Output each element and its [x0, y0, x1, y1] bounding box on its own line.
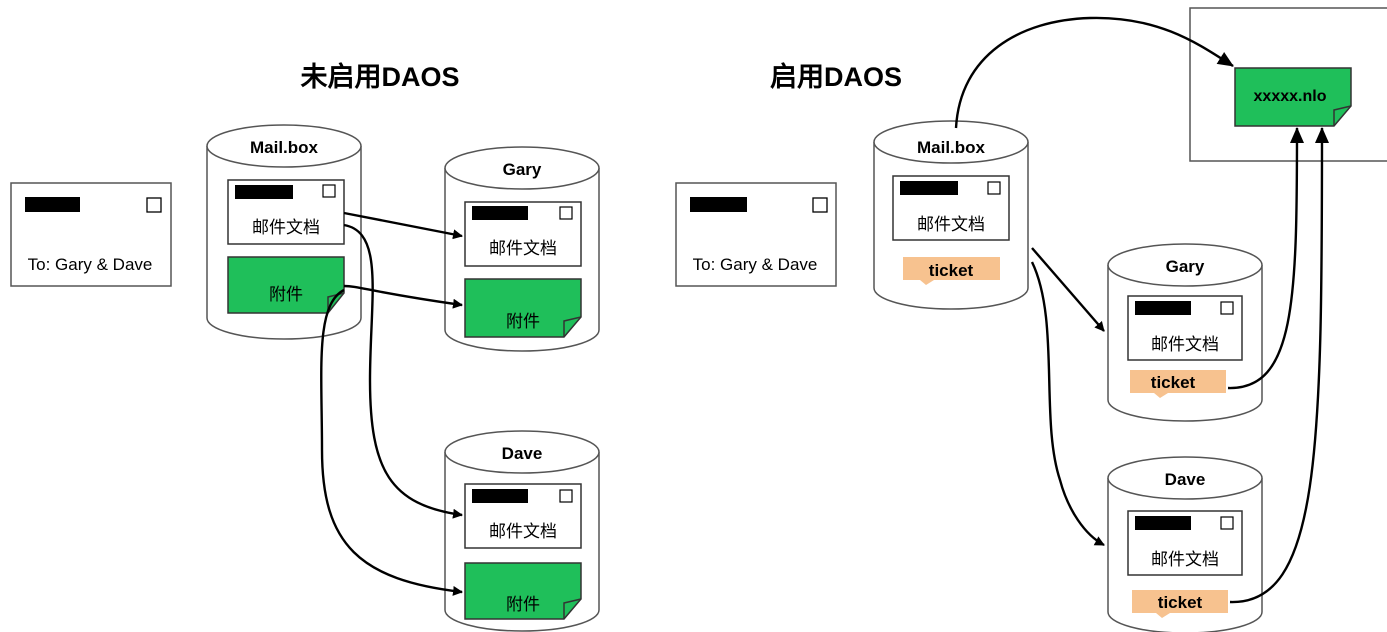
checkbox-icon	[559, 206, 573, 220]
dave-database-left: Dave 邮件文档 附件	[444, 430, 600, 632]
ticket-label: ticket	[1158, 593, 1203, 612]
arrow-attachment-to-gary	[343, 284, 463, 309]
mailbox-label: Mail.box	[917, 138, 986, 157]
envelope-icon: To: Gary & Dave	[675, 182, 837, 287]
mail-document: 邮件文档	[1127, 510, 1243, 576]
document-label: 邮件文档	[1151, 550, 1219, 569]
title-left: 未启用DAOS	[300, 62, 459, 92]
envelope-to-text: To: Gary & Dave	[693, 255, 818, 274]
gary-label: Gary	[503, 160, 542, 179]
title-right: 启用DAOS	[770, 62, 902, 92]
arrow-doc-to-gary	[343, 211, 463, 240]
redacted-block	[690, 197, 747, 212]
mailbox-database-daos: Mail.box 邮件文档 ticket	[873, 120, 1029, 310]
dave-label: Dave	[502, 444, 543, 463]
checkbox-icon	[1220, 516, 1234, 530]
document-label: 邮件文档	[1151, 335, 1219, 354]
nlo-file-label: xxxxx.nlo	[1254, 88, 1327, 105]
arrow-attachment-to-dave	[320, 288, 463, 596]
arrow-doc-to-dave	[343, 223, 463, 519]
redacted-block	[25, 197, 80, 212]
dave-label: Dave	[1165, 470, 1206, 489]
ticket-tag: ticket	[1130, 370, 1226, 398]
mail-document: 邮件文档	[892, 175, 1010, 241]
mail-document: 邮件文档	[464, 483, 582, 549]
attachment-file: 附件	[464, 278, 582, 338]
mailbox-database: Mail.box 邮件文档 附件	[206, 124, 362, 340]
arrow-mailbox-to-nlo	[954, 16, 1234, 129]
mail-document: 邮件文档	[464, 201, 582, 267]
redacted-block	[900, 181, 958, 195]
redacted-block	[472, 206, 528, 220]
attachment-label: 附件	[506, 312, 540, 331]
redacted-block	[1135, 301, 1191, 315]
envelope-to-text: To: Gary & Dave	[28, 255, 153, 274]
mail-document: 邮件文档	[227, 179, 345, 245]
checkbox-icon	[559, 489, 573, 503]
checkbox-icon	[987, 181, 1001, 195]
document-label: 邮件文档	[489, 239, 557, 258]
gary-database-left: Gary 邮件文档 附件	[444, 146, 600, 352]
ticket-tag: ticket	[903, 257, 1000, 285]
gary-label: Gary	[1166, 257, 1205, 276]
attachment-file: 附件	[227, 256, 345, 314]
arrow-gary-ticket-to-nlo	[1227, 127, 1304, 390]
nlo-storage: xxxxx.nlo	[1189, 7, 1387, 162]
dave-database-daos: Dave 邮件文档 ticket	[1107, 456, 1263, 632]
redacted-block	[1135, 516, 1191, 530]
checkbox-icon	[812, 197, 828, 213]
arrow-dave-ticket-to-nlo	[1229, 127, 1329, 604]
document-label: 邮件文档	[917, 215, 985, 234]
arrow-mailbox-to-dave	[1030, 261, 1105, 547]
gary-database-daos: Gary 邮件文档 ticket	[1107, 243, 1263, 422]
mail-document: 邮件文档	[1127, 295, 1243, 361]
checkbox-icon	[1220, 301, 1234, 315]
document-label: 邮件文档	[252, 218, 320, 237]
ticket-tag: ticket	[1132, 590, 1228, 618]
nlo-file: xxxxx.nlo	[1234, 67, 1352, 127]
attachment-label: 附件	[269, 285, 303, 304]
ticket-label: ticket	[929, 261, 974, 280]
mailbox-label: Mail.box	[250, 138, 319, 157]
envelope-icon: To: Gary & Dave	[10, 182, 172, 287]
arrow-mailbox-to-gary	[1031, 247, 1105, 332]
redacted-block	[235, 185, 293, 199]
attachment-label: 附件	[506, 595, 540, 614]
ticket-label: ticket	[1151, 373, 1196, 392]
document-label: 邮件文档	[489, 522, 557, 541]
redacted-block	[472, 489, 528, 503]
attachment-file: 附件	[464, 562, 582, 620]
checkbox-icon	[322, 184, 336, 198]
checkbox-icon	[146, 197, 162, 213]
